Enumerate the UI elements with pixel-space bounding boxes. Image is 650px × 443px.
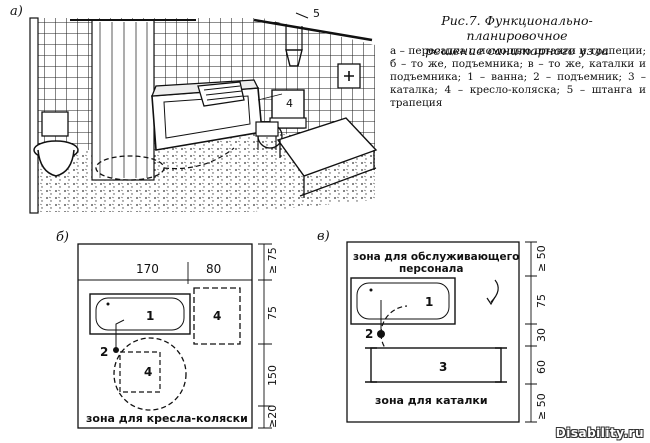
ceiling-rail-and-trapeze: [253, 12, 373, 67]
panel-b-letter: б): [56, 230, 70, 245]
caption-title-line1: Рис.7. Функционально-планировочное: [441, 13, 593, 43]
medicine-cabinet: [337, 63, 361, 89]
zone-staff-line2: персонала: [399, 263, 463, 275]
dim-right-v-1: ≥ 50: [535, 245, 548, 272]
room-outline-v: [346, 241, 520, 423]
bathtub-plan: [89, 293, 191, 335]
dim-right-v-2: 75: [535, 294, 548, 308]
watermark: Disability.ru: [555, 426, 644, 440]
callout-4: 4: [286, 97, 293, 110]
wheelchair-side-plan: [193, 287, 241, 345]
zone-trolley-label: зона для каталки: [375, 394, 488, 407]
panel-v-letter: в): [317, 229, 330, 244]
wheelchair: [257, 89, 307, 149]
dim-right-b-1: ≥ 75: [266, 247, 279, 274]
panel-a-bathroom-illustration: 4 5: [29, 7, 378, 214]
panel-v-floor-plan: зона для обслуживающего персонала 1 2 3 …: [346, 241, 548, 423]
dim-right-b-4: ≥20: [266, 405, 279, 428]
label-wheelchair-side: 4: [213, 309, 221, 323]
label-wheelchair-bottom: 4: [144, 365, 152, 379]
shower-curtain: [70, 19, 196, 181]
caption-title-line2: решение санитарного узла: [425, 43, 609, 58]
bath-seat: [197, 81, 245, 107]
callout-5: 5: [313, 7, 320, 20]
label-bath: 1: [146, 309, 154, 323]
trolley-plan: [365, 347, 507, 383]
stretcher-trolley: [276, 117, 378, 198]
dim-width-80: 80: [206, 262, 221, 276]
toilet: [33, 111, 79, 177]
dim-right-v-3: 30: [535, 328, 548, 342]
dim-right-b-2: 75: [266, 306, 279, 320]
dim-right-v-5: ≥ 50: [535, 393, 548, 420]
figure-caption-title: Рис.7. Функционально-планировочное решен…: [392, 13, 642, 58]
dim-width-170: 170: [136, 262, 159, 276]
panel-a-letter: а): [10, 4, 23, 19]
shower-chair: [255, 121, 279, 150]
label-bath-v: 1: [425, 295, 433, 309]
label-lift: 2: [100, 345, 108, 359]
label-lift-v: 2: [365, 327, 373, 341]
zone-staff-line1: зона для обслуживающего: [353, 251, 519, 263]
dim-right-b-3: 150: [266, 365, 279, 386]
panel-b-floor-plan: 170 80 1 4 2 4 зона для кресла-коляски ≥…: [77, 243, 279, 429]
turning-circle: [113, 337, 187, 411]
dim-right-v-4: 60: [535, 360, 548, 374]
zone-wheelchair-label: зона для кресла-коляски: [86, 412, 248, 425]
bathtub-plan-v: [350, 277, 456, 325]
label-trolley: 3: [439, 360, 447, 374]
figure-caption-legend: а – пересадка с помощью штанги и трапеци…: [390, 45, 646, 109]
